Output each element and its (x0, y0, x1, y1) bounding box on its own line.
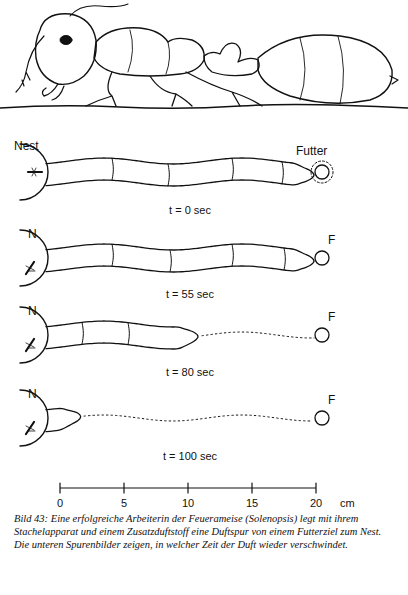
trail-segment (112, 158, 113, 180)
axis-label: 15 (246, 497, 258, 509)
ant-mandible (42, 84, 58, 96)
time-label: t = 0 sec (169, 204, 211, 216)
ant-leg (150, 76, 192, 106)
trail-segment (112, 244, 113, 266)
trail-segment (128, 323, 129, 345)
food-circle (311, 161, 333, 183)
ant-head (36, 14, 97, 85)
food-circle (315, 328, 329, 342)
axis-label: 0 (57, 497, 63, 509)
time-label: t = 80 sec (166, 366, 214, 378)
ant-icon (28, 168, 42, 176)
ant-antenna (16, 36, 44, 92)
time-label: t = 100 sec (163, 450, 217, 462)
trail-segment (284, 248, 285, 270)
ant-leg (186, 72, 262, 106)
axis-label: 20 (310, 497, 322, 509)
ant-antenna (70, 4, 128, 16)
ant-leg (86, 72, 116, 106)
ground-line (0, 104, 408, 108)
place-label: N (28, 305, 37, 318)
time-label: t = 55 sec (166, 288, 214, 300)
ant-mandible (52, 86, 64, 100)
trail-segment (232, 244, 233, 266)
place-label: N (28, 388, 37, 401)
place-label: N (28, 228, 37, 241)
ant-petiole (204, 43, 259, 75)
trail-segment (168, 164, 169, 186)
place-label: Nest (14, 140, 39, 153)
food-circle (315, 411, 329, 425)
scent-trail (46, 409, 81, 432)
food-circle (315, 251, 329, 265)
scent-trail (46, 158, 314, 186)
axis-label: 10 (182, 497, 194, 509)
place-label: Futter (296, 145, 327, 158)
trail-segment (82, 322, 83, 344)
place-label: F (328, 234, 335, 247)
figure-caption: Bild 43: Eine erfolgreiche Arbeiterin de… (14, 512, 394, 551)
ant-icon (26, 422, 35, 434)
faded-trail (202, 332, 314, 338)
ant-thorax (94, 28, 204, 76)
trail-segment (282, 162, 283, 184)
faded-trail (84, 415, 312, 421)
ant-sting (390, 76, 398, 84)
food-circle (315, 165, 329, 179)
place-label: F (328, 311, 335, 324)
ant-gaster (258, 35, 392, 103)
scale-axis (60, 483, 316, 493)
ant-eye (60, 36, 72, 45)
axis-label: 5 (121, 497, 127, 509)
scent-trail (46, 321, 198, 349)
place-label: F (328, 394, 335, 407)
ant-thorax-suture (128, 30, 170, 74)
trail-segment (170, 250, 171, 272)
trails (26, 158, 314, 434)
scent-trail (46, 244, 314, 272)
ant-icon (26, 339, 35, 351)
trail-segment (232, 158, 233, 180)
ant-gaster-segment (300, 36, 344, 104)
ant-icon (26, 262, 35, 274)
axis-label: cm (340, 497, 355, 509)
